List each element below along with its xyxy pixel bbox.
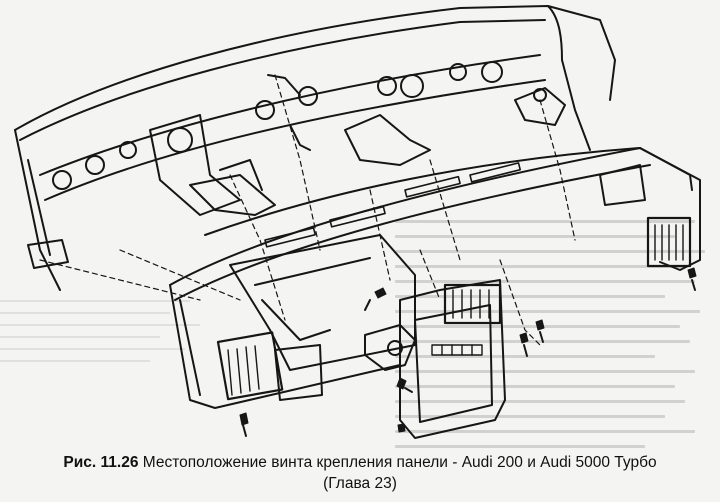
dash-front <box>169 284 401 409</box>
caption-line-1: Рис. 11.26 Местоположение винта креплени… <box>0 452 720 473</box>
left-door-trim <box>27 239 69 269</box>
dashboard-illustration <box>14 5 701 439</box>
caption-text: Местоположение винта крепления панели - … <box>142 454 657 471</box>
center-console <box>399 279 506 439</box>
dash-rear <box>204 147 641 236</box>
dash-top <box>169 147 693 286</box>
console-switches <box>431 344 483 356</box>
dash-top-edge <box>174 164 651 301</box>
defroster-vents <box>264 162 522 248</box>
leader-lines <box>39 74 576 346</box>
cowl-holes <box>52 61 503 190</box>
cowl-rail-lower <box>44 79 546 201</box>
a-pillar-left <box>14 129 61 291</box>
bracket-mid <box>344 114 431 166</box>
bracket-right <box>514 87 566 126</box>
cluster-lower-box <box>274 344 323 401</box>
bracket-hole <box>167 127 193 153</box>
steering-linkage <box>189 174 276 216</box>
bleed-through-text-left <box>0 300 210 450</box>
dash-right-end <box>639 147 701 271</box>
a-pillar-right-inner <box>561 59 591 151</box>
windshield-frame <box>14 5 563 131</box>
center-bracket <box>149 114 241 216</box>
screws <box>239 267 697 437</box>
a-pillar-right <box>547 5 616 101</box>
left-vent <box>216 331 284 401</box>
column-knuckle <box>364 324 416 371</box>
right-vent <box>646 216 692 268</box>
figure-number: Рис. 11.26 <box>63 454 139 471</box>
caption-line-2: (Глава 23) <box>323 475 397 492</box>
right-glovebox-recess <box>599 164 646 206</box>
a-pillar-left-inner <box>27 159 51 256</box>
figure-caption: Рис. 11.26 Местоположение винта креплени… <box>0 452 720 502</box>
windshield-frame-inner <box>19 19 546 141</box>
center-vent <box>443 283 502 325</box>
